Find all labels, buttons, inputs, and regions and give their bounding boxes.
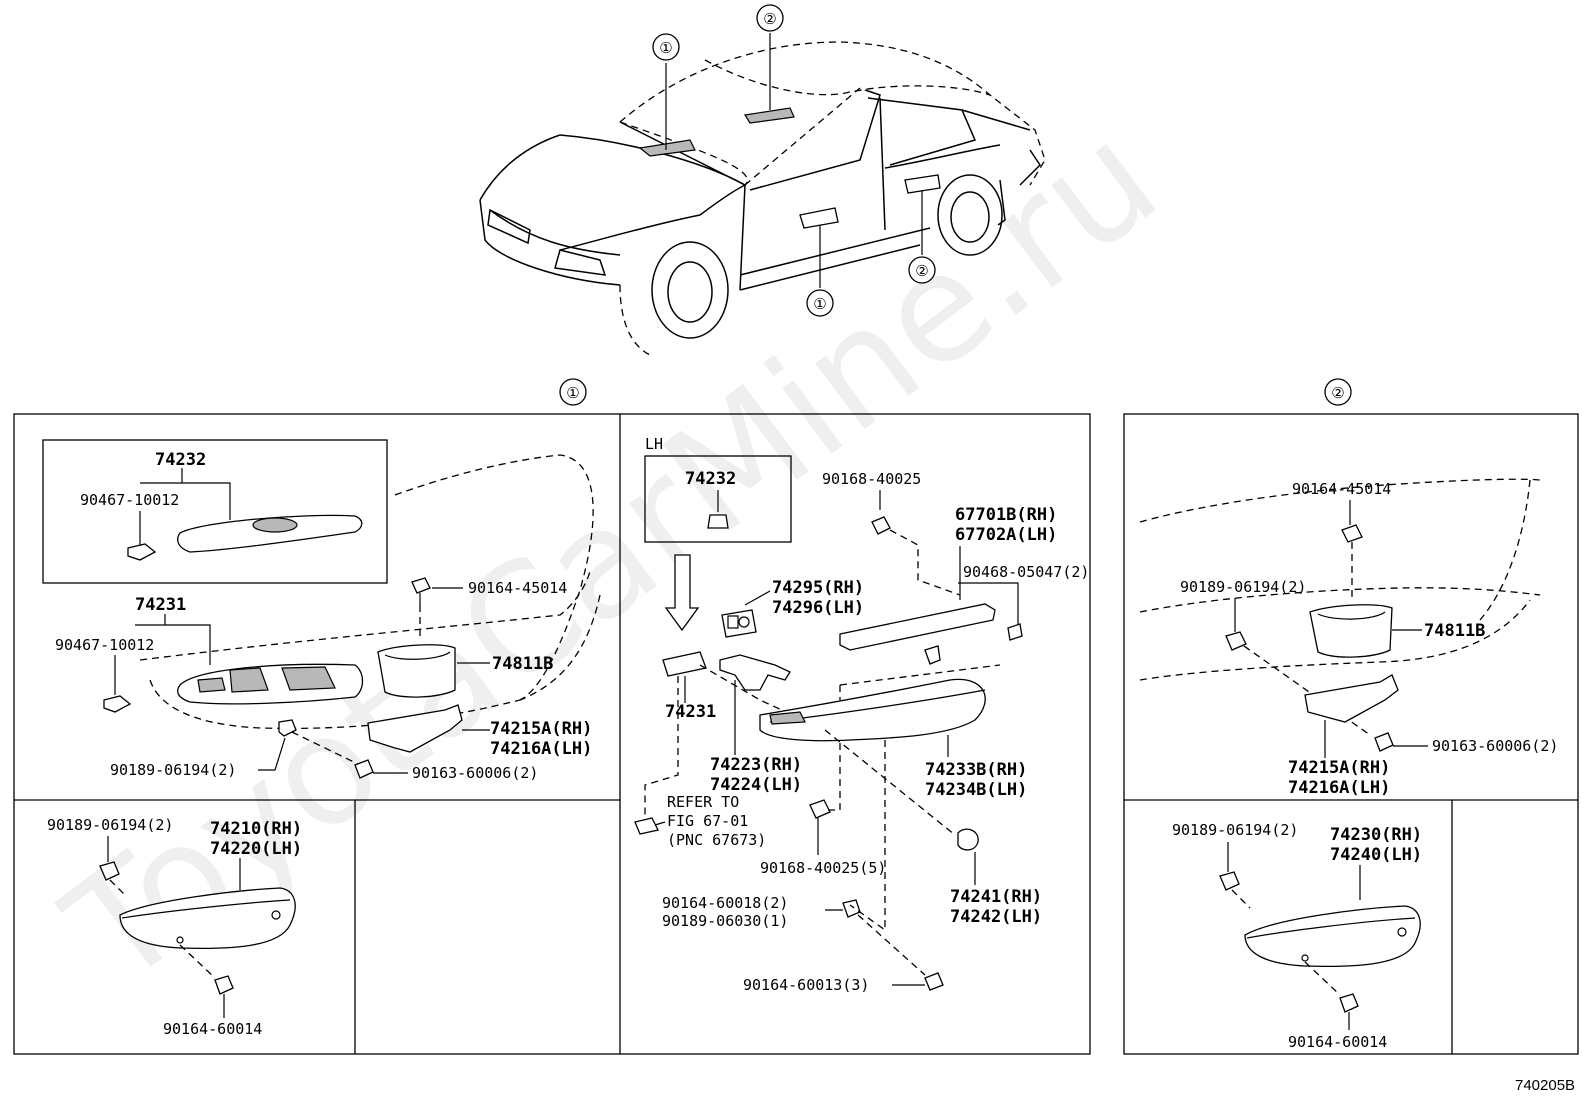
- label-90189-06194: 90189-06194(2): [110, 761, 236, 779]
- label-90164-60014-grip: 90164-60014: [163, 1020, 262, 1038]
- trim-strip-67701B: [839, 603, 996, 651]
- screw-90163-60006-rear: [1374, 732, 1394, 752]
- handle-pocket-74811B-rear: [1309, 604, 1393, 658]
- assist-grip-74230: [1244, 905, 1421, 968]
- car-callout-2-top: ②: [756, 4, 784, 32]
- car-callout-1-bottom: ①: [806, 289, 834, 317]
- label-90189-06194-grip: 90189-06194(2): [47, 816, 173, 834]
- label-74811B-rear: 74811B: [1424, 621, 1485, 641]
- bracket-74223: [719, 654, 791, 691]
- label-90168-40025-top: 90168-40025: [822, 470, 921, 488]
- label-67702A: 67702A(LH): [955, 525, 1057, 545]
- label-74296: 74296(LH): [772, 598, 864, 618]
- label-74216A: 74216A(LH): [490, 739, 592, 759]
- label-90164-60018: 90164-60018(2): [662, 894, 788, 912]
- section-2-label: ②: [1331, 384, 1344, 402]
- screw-90163-60006: [354, 759, 374, 779]
- screw-90168-40025-top: [871, 516, 891, 535]
- label-74232-lh: 74232: [685, 469, 736, 489]
- label-74240: 74240(LH): [1330, 845, 1422, 865]
- clip-90189-grip: [99, 861, 120, 881]
- label-90164-60013: 90164-60013(3): [743, 976, 869, 994]
- callout-2-label: ②: [763, 10, 776, 28]
- label-90468-05047: 90468-05047(2): [963, 563, 1089, 581]
- label-74220: 74220(LH): [210, 839, 302, 859]
- figure-code: 740205B: [1515, 1077, 1575, 1094]
- label-refer-to: REFER TO: [667, 793, 739, 811]
- car-callout-2-bottom: ②: [908, 256, 936, 284]
- armrest-74233B: [759, 678, 986, 742]
- label-90164-45014: 90164-45014: [468, 579, 567, 597]
- label-74230: 74230(RH): [1330, 825, 1422, 845]
- label-74295: 74295(RH): [772, 578, 864, 598]
- label-90189-06194-grip2: 90189-06194(2): [1172, 821, 1298, 839]
- label-74215A-rear: 74215A(RH): [1288, 758, 1390, 778]
- label-74811B: 74811B: [492, 654, 553, 674]
- label-90189-06194-rear: 90189-06194(2): [1180, 578, 1306, 596]
- inset-box-74232-lh: [644, 455, 792, 543]
- screw-90164-45014: [411, 577, 431, 594]
- label-refer-fig: FIG 67-01: [667, 812, 748, 830]
- car-callout-1-top: ①: [652, 33, 680, 61]
- clip-90189-rear: [1225, 631, 1247, 651]
- car-overview-illustration: [479, 33, 1046, 356]
- label-lh: LH: [645, 435, 663, 453]
- label-74216A-rear: 74216A(LH): [1288, 778, 1390, 798]
- label-refer-pnc: (PNC 67673): [667, 831, 766, 849]
- panel-frame-1: [13, 413, 1091, 1055]
- inset-box-74232: [42, 439, 388, 584]
- screw-90168-40025-lower: [809, 799, 831, 819]
- label-74224: 74224(LH): [710, 775, 802, 795]
- bezel-74232-inset: [177, 514, 363, 553]
- label-74231-mid: 74231: [665, 702, 716, 722]
- handle-pocket-74811B: [377, 644, 456, 698]
- screw-90164-60014-grip2: [1339, 993, 1359, 1013]
- clip-90467-inset: [127, 543, 157, 561]
- section-callout-1: ①: [559, 378, 587, 406]
- direction-arrow: [664, 554, 700, 632]
- callout-1-label: ①: [659, 39, 672, 57]
- label-90467-10012-inset: 90467-10012: [80, 491, 179, 509]
- label-74233B: 74233B(RH): [925, 760, 1027, 780]
- clip-90467-main: [103, 695, 132, 713]
- panel-middle-armrest: LH 74232 90168-40025 67701B(RH) 67702A(L…: [634, 435, 1089, 994]
- label-74215A: 74215A(RH): [490, 719, 592, 739]
- label-74231: 74231: [135, 595, 186, 615]
- label-90164-45014-rear: 90164-45014: [1292, 480, 1391, 498]
- callout-1-label: ①: [813, 295, 826, 313]
- clip-90189-grip2: [1219, 871, 1240, 891]
- callout-2-label: ②: [915, 262, 928, 280]
- label-90163-60006: 90163-60006(2): [412, 764, 538, 782]
- bracket-74215A: [367, 704, 463, 753]
- screw-90164-60013: [924, 972, 944, 991]
- bracket-74215A-rear: [1304, 674, 1399, 723]
- section-callout-2: ②: [1324, 378, 1352, 406]
- label-74223: 74223(RH): [710, 755, 802, 775]
- label-74210: 74210(RH): [210, 819, 302, 839]
- label-90189-06030: 90189-06030(1): [662, 912, 788, 930]
- label-74242: 74242(LH): [950, 907, 1042, 927]
- screw-90164-60014-grip: [214, 975, 234, 995]
- panel-2b-assist-grip: 90189-06194(2) 74230(RH) 74240(LH) 90164…: [1172, 821, 1422, 1051]
- label-90168-40025-5: 90168-40025(5): [760, 859, 886, 877]
- panel-1b-assist-grip: 90189-06194(2) 74210(RH) 74220(LH) 90164…: [47, 816, 302, 1038]
- panel-frame-2: [1123, 413, 1579, 1055]
- label-67701B: 67701B(RH): [955, 505, 1057, 525]
- clip-90189-06030: [842, 899, 861, 918]
- screw-90164-45014-rear: [1341, 524, 1363, 543]
- panel-1-front-door: 74232 90467-10012 74231 90467-10012 9016…: [42, 439, 601, 782]
- label-74241: 74241(RH): [950, 887, 1042, 907]
- label-90467-10012-main: 90467-10012: [55, 636, 154, 654]
- cap-74241: [957, 828, 979, 851]
- label-90163-60006-rear: 90163-60006(2): [1432, 737, 1558, 755]
- label-74234B: 74234B(LH): [925, 780, 1027, 800]
- watermark-text: ToyotaCarMine.ru: [36, 91, 1188, 1019]
- label-90164-60014-grip2: 90164-60014: [1288, 1033, 1387, 1051]
- bracket-74231-mid: [662, 651, 707, 677]
- section-1-label: ①: [566, 384, 579, 402]
- clip-90189-06194: [278, 719, 297, 737]
- label-74232: 74232: [155, 450, 206, 470]
- panel-2-rear-door: 90164-45014 90189-06194(2) 74811B 74215A…: [1139, 478, 1558, 798]
